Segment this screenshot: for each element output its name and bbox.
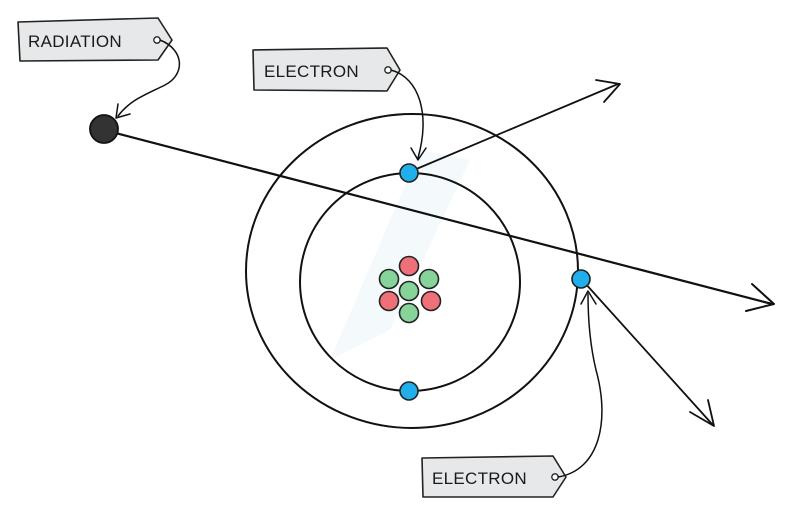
radiation-pointer — [117, 39, 181, 117]
top-electron-arrowhead — [595, 79, 621, 103]
electron-right — [571, 269, 591, 289]
proton — [420, 290, 442, 312]
electron-label-tag-bottom: ELECTRON — [421, 455, 567, 498]
right-electron-arrowhead — [689, 399, 715, 427]
proton — [398, 255, 420, 277]
radiation-particle — [89, 114, 119, 144]
top-electron-trajectory — [413, 83, 619, 171]
radiation-label: RADIATION — [28, 32, 122, 51]
nucleus — [378, 255, 442, 324]
electron-label-top: ELECTRON — [264, 62, 359, 81]
radiation-path — [102, 128, 774, 306]
electron-bottom — [399, 381, 419, 401]
electron-bottom-pointer — [557, 293, 603, 478]
radiation-pointer-head — [115, 103, 131, 119]
right-electron-trajectory — [583, 281, 713, 425]
electron-label-bottom: ELECTRON — [432, 469, 527, 488]
neutron — [398, 302, 420, 324]
watermark-logo — [330, 150, 470, 360]
electron-top-pointer — [390, 69, 424, 159]
electron-bottom-pointer-head — [580, 290, 597, 305]
neutron — [378, 268, 400, 290]
neutron — [418, 268, 440, 290]
radiation-path-arrowhead — [745, 283, 775, 312]
electron-label-tag-top: ELECTRON — [252, 47, 401, 92]
proton — [378, 290, 400, 312]
electron-top-pointer-head — [410, 147, 427, 161]
neutron — [398, 280, 420, 302]
radiation-label-tag: RADIATION — [17, 17, 173, 62]
electron-top — [399, 163, 419, 183]
